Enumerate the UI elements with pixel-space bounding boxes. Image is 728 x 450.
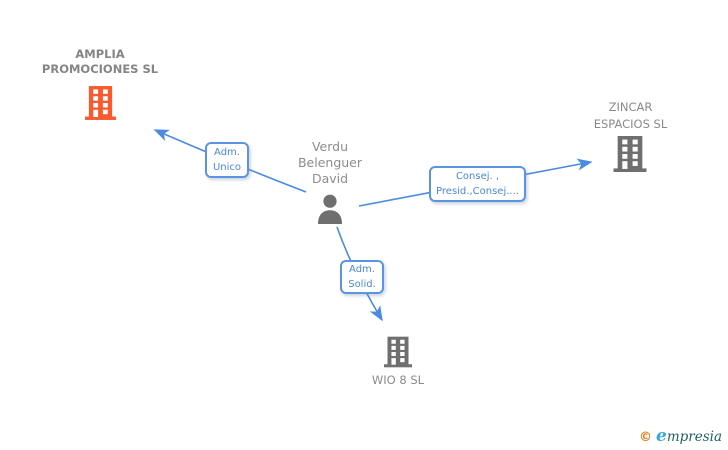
company-name-line: ZINCAR — [608, 100, 653, 114]
building-icon[interactable] — [85, 86, 116, 120]
person-name-line: Verdu — [311, 139, 349, 154]
edge-label-line: Consej. , — [455, 171, 500, 182]
edge-label-consej[interactable]: Consej. , Presid.,Consej.... — [429, 166, 526, 202]
company-name-line: ESPACIOS SL — [593, 116, 668, 131]
edge-label-line: Adm. — [349, 264, 375, 275]
edge-label-line: Solid. — [348, 279, 376, 290]
edge-label-line: Unico — [212, 162, 242, 173]
person-name-line: David — [311, 171, 349, 186]
building-icon[interactable] — [613, 136, 647, 172]
company-node-wio[interactable]: WIO 8 SL — [328, 373, 468, 388]
person-node-name[interactable]: Verdu Belenguer David — [270, 139, 390, 187]
company-name-line: PROMOCIONES SL — [41, 62, 159, 76]
company-name-line: AMPLIA — [75, 47, 125, 61]
edge-label-adm-unico[interactable]: Adm. Unico — [205, 142, 249, 178]
person-icon[interactable] — [316, 194, 344, 224]
brand-rest: mpresia — [666, 429, 722, 445]
edge-label-line: Adm. — [214, 147, 240, 158]
edge-label-line: Presid.,Consej.... — [436, 186, 519, 197]
company-node-amplia[interactable]: AMPLIA PROMOCIONES SL — [28, 47, 172, 77]
edge-label-adm-solid[interactable]: Adm. Solid. — [340, 260, 384, 294]
copyright-icon: © — [638, 430, 652, 445]
empresia-logo[interactable]: © empresia — [639, 426, 722, 446]
company-node-zincar[interactable]: ZINCAR ESPACIOS SL — [558, 99, 703, 132]
person-name-line: Belenguer — [297, 155, 363, 170]
brand-wordmark: empresia — [656, 426, 722, 446]
brand-initial: e — [655, 426, 667, 446]
building-icon[interactable] — [384, 335, 412, 369]
company-name-line: WIO 8 SL — [371, 373, 425, 387]
